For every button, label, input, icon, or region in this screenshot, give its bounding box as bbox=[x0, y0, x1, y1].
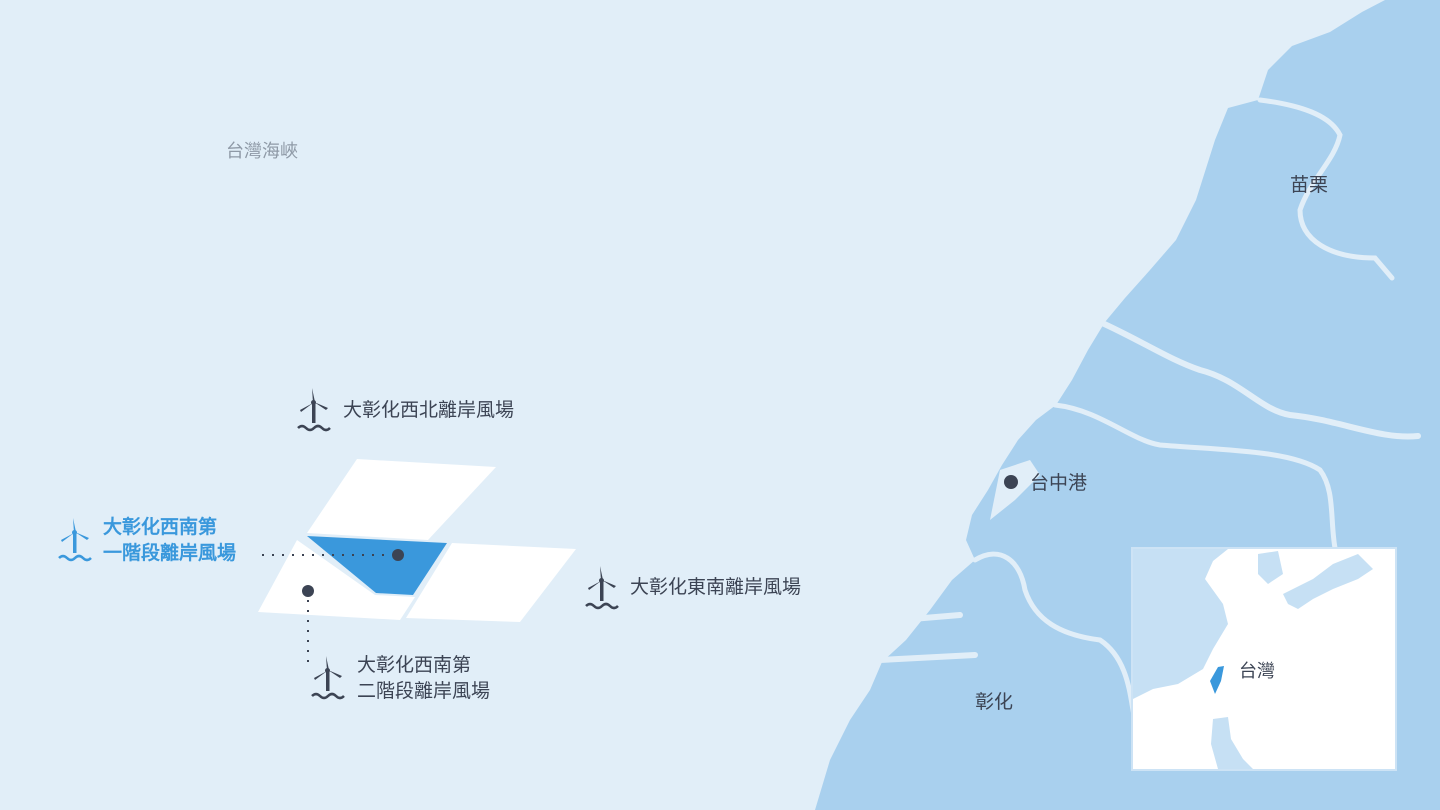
strait-label: 台灣海峽 bbox=[226, 141, 298, 162]
taiwan-highlight bbox=[1210, 666, 1224, 694]
place-taichung-port: 台中港 bbox=[1030, 472, 1088, 494]
inset-taiwan-label: 台灣 bbox=[1239, 661, 1275, 682]
label-line2: 二階段離岸風場 bbox=[357, 680, 491, 702]
wind-turbine-icon bbox=[585, 566, 619, 610]
rivers bbox=[877, 97, 1421, 723]
wind-turbine-icon bbox=[58, 518, 92, 562]
block-southwest-phase1-highlight[interactable] bbox=[307, 536, 447, 595]
label-line1: 大彰化西南第 bbox=[357, 654, 472, 676]
inset-map-land bbox=[1133, 549, 1373, 769]
inset-map: 台灣 bbox=[1131, 547, 1397, 771]
marker-phase1 bbox=[392, 549, 404, 561]
wind-farm-southeast-label[interactable]: 大彰化東南離岸風場 bbox=[630, 576, 802, 598]
block-southwest bbox=[258, 540, 415, 620]
marker-phase2 bbox=[302, 585, 314, 597]
place-miaoli: 苗栗 bbox=[1290, 174, 1329, 196]
label-line2: 一階段離岸風場 bbox=[103, 542, 237, 564]
wind-turbine-icon bbox=[297, 388, 331, 432]
harbor bbox=[990, 460, 1040, 520]
taichung-port-marker bbox=[1004, 475, 1018, 489]
block-northwest bbox=[307, 459, 496, 540]
place-changhua: 彰化 bbox=[975, 691, 1014, 713]
wind-farm-southwest-phase2-label[interactable]: 大彰化西南第二階段離岸風場 bbox=[357, 652, 490, 704]
leader-lines bbox=[262, 475, 1018, 670]
wind-turbine-icon bbox=[311, 656, 345, 700]
wind-farm-southwest-phase1-label[interactable]: 大彰化西南第一階段離岸風場 bbox=[103, 514, 236, 566]
label-line1: 大彰化西南第 bbox=[103, 516, 218, 538]
block-southeast bbox=[406, 543, 576, 622]
wind-farm-blocks bbox=[258, 459, 576, 622]
wind-farm-northwest-label[interactable]: 大彰化西北離岸風場 bbox=[343, 399, 515, 421]
